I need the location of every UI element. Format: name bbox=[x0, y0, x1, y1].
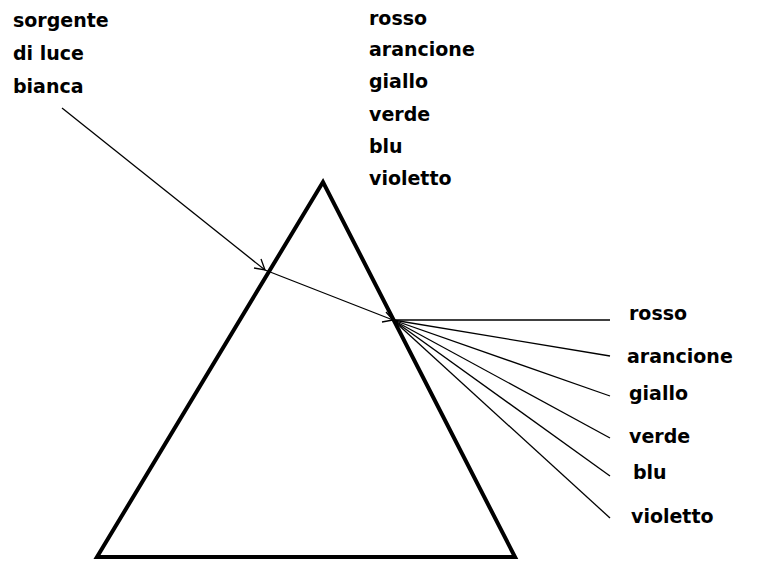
ray-label: rosso bbox=[629, 297, 687, 330]
arrowhead bbox=[382, 312, 393, 322]
refracted-ray bbox=[265, 270, 393, 320]
ray-label: violetto bbox=[631, 500, 714, 533]
source-label: sorgente di luce bianca bbox=[13, 4, 131, 103]
color-list-item: verde bbox=[369, 98, 430, 131]
color-list-item: violetto bbox=[369, 162, 452, 195]
ray-label: blu bbox=[633, 456, 667, 489]
prism bbox=[97, 182, 515, 557]
ray-label: arancione bbox=[627, 340, 733, 373]
arrowhead bbox=[254, 259, 265, 270]
ray-label: giallo bbox=[629, 377, 688, 410]
color-list-item: blu bbox=[369, 130, 403, 163]
color-list-item: giallo bbox=[369, 65, 428, 98]
ray-label: verde bbox=[629, 420, 690, 453]
incident-ray bbox=[62, 108, 265, 270]
color-list-item: arancione bbox=[369, 33, 475, 66]
dispersed-rays bbox=[393, 320, 610, 518]
color-list-item: rosso bbox=[369, 2, 427, 35]
